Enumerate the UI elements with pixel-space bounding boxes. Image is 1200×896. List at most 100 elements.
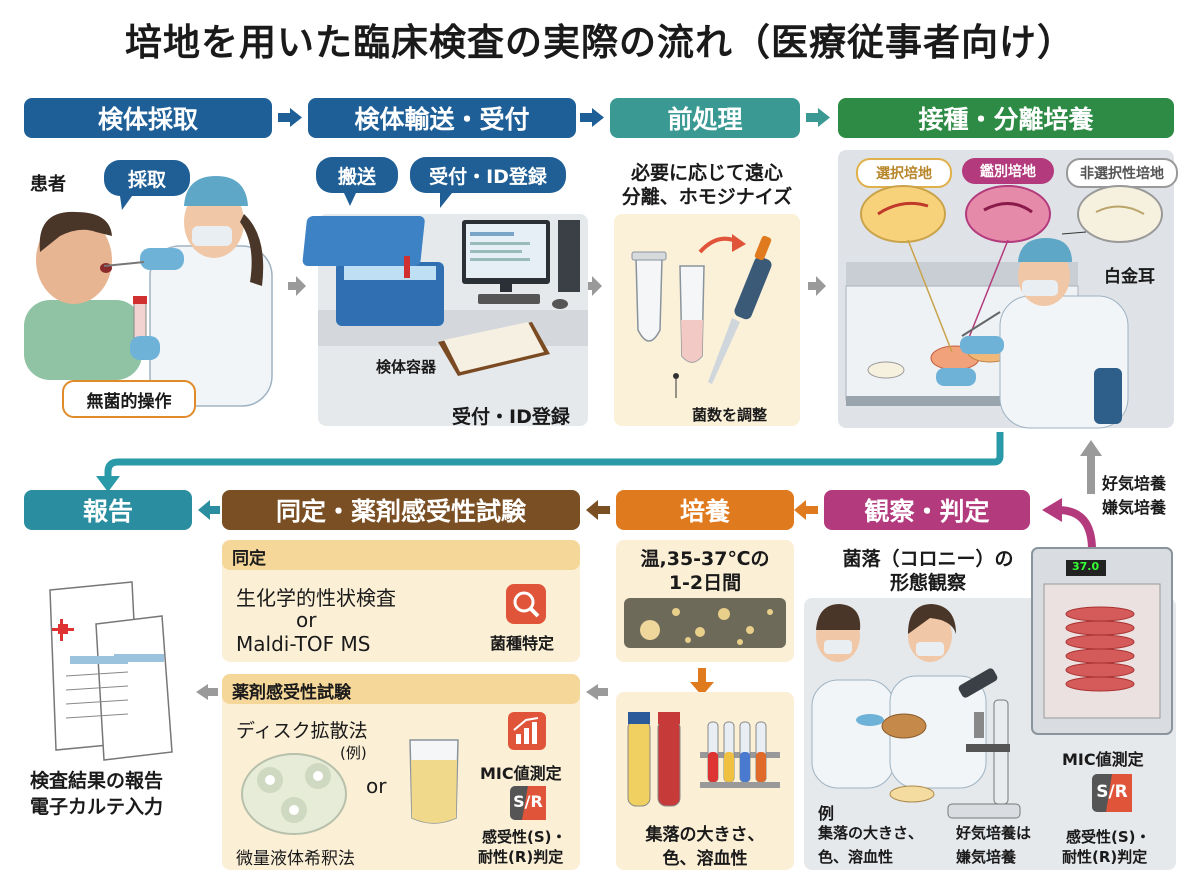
arrow-right-icon	[278, 108, 302, 127]
arrow-right-icon	[808, 276, 826, 296]
aseptic-note: 無菌的操作	[62, 380, 196, 418]
arrow-down-icon	[96, 476, 120, 492]
arrow-right-icon	[806, 108, 830, 127]
connector-line	[104, 432, 1004, 480]
observation-head-2: 形態観察	[889, 572, 966, 594]
culture-cond-1: 温,35-37℃の	[640, 548, 770, 570]
centrifuge-tube-icon	[635, 257, 663, 342]
identification-header	[222, 540, 580, 570]
obs-example-2: 色、溶血性	[818, 848, 894, 866]
disk-method: ディスク拡散法	[236, 720, 368, 742]
step-label: 報告	[82, 497, 133, 526]
step-label: 検体輸送・受付	[354, 105, 530, 134]
transport-bubble: 搬送	[316, 157, 398, 193]
culture-obs-2: 色、溶血性	[662, 849, 748, 869]
sr-icon: S/R	[510, 786, 546, 820]
arrow-down-icon	[690, 668, 714, 696]
step-label: 同定・薬剤感受性試験	[275, 497, 526, 526]
transport-bubble-label: 搬送	[337, 165, 376, 188]
container-label: 検体容器	[376, 358, 437, 376]
step-label: 前処理	[667, 105, 743, 134]
id-method-2: Maldi-TOF MS	[236, 632, 371, 656]
media-nonselective: 非選択性培地	[1066, 158, 1178, 188]
loop-label: 白金耳	[1104, 267, 1155, 287]
species-result: 菌種特定	[490, 634, 555, 653]
culture-cond-2: 1-2日間	[668, 572, 742, 594]
step-inoculation: 接種・分離培養	[838, 98, 1174, 138]
identification-header-label: 同定	[232, 549, 266, 569]
arrow-left-icon	[586, 684, 608, 700]
side-note-aerobic: 好気培養	[1102, 474, 1167, 493]
collect-bubble: 採取	[104, 160, 190, 196]
obs-example2-1: 好気培養は	[956, 824, 1032, 842]
arrow-left-icon	[586, 500, 610, 520]
id-method-1: 生化学的性状検査	[236, 586, 396, 610]
sr-icon-label: S/R	[513, 792, 543, 811]
step-label: 検体採取	[97, 105, 198, 134]
register-bubble: 受付・ID登録	[410, 157, 566, 193]
adjust-label: 菌数を調整	[692, 406, 768, 424]
media-selective: 選択培地	[856, 158, 952, 188]
report-line-2: 電子カルテ入力	[30, 796, 164, 818]
media-differential: 鑑別培地	[962, 158, 1054, 184]
step-observation: 観察・判定	[824, 490, 1030, 530]
patient-body	[24, 300, 142, 380]
susceptibility-header	[222, 674, 580, 704]
pretreat-note-2: 分離、ホモジナイズ	[621, 186, 793, 208]
test-tube-rack-icon	[707, 721, 767, 783]
microscope-icon	[947, 668, 1021, 819]
chart-up-icon	[508, 712, 546, 750]
sr-icon-label: S/R	[1096, 782, 1128, 802]
arrow-left-icon	[198, 500, 220, 520]
side-note-anaerobic: 嫌気培養	[1102, 498, 1167, 517]
arrow-right-icon	[584, 276, 602, 296]
obs-sr-1: 感受性(S)・	[1066, 828, 1151, 846]
culture-obs-1: 集落の大きさ、	[645, 825, 765, 845]
observation-head-1: 菌落（コロニー）の	[842, 548, 1014, 570]
staff-coat	[811, 679, 895, 789]
aseptic-label: 無菌的操作	[86, 391, 172, 412]
step-identification-ast: 同定・薬剤感受性試験	[222, 490, 580, 530]
step-label: 接種・分離培養	[918, 105, 1094, 134]
media-selective-label: 選択培地	[876, 166, 932, 182]
arrow-right-icon	[288, 276, 306, 296]
petri-dish-icon	[1077, 185, 1163, 243]
step-label: 培養	[679, 497, 730, 526]
media-nonselective-label: 非選択性培地	[1080, 166, 1164, 182]
obs-sr-2: 耐性(R)判定	[1062, 848, 1148, 866]
sr-line-2: 耐性(R)判定	[478, 848, 564, 866]
pretreat-note-1: 必要に応じて遠心	[630, 162, 783, 184]
register-caption: 受付・ID登録	[452, 406, 570, 428]
magnifier-icon	[506, 584, 546, 624]
patient-label: 患者	[30, 174, 66, 195]
curved-arrow	[1057, 506, 1096, 551]
arrow-right-icon	[580, 108, 604, 127]
arrow-left-icon	[1042, 498, 1062, 522]
petri-dish-icon	[860, 185, 946, 243]
broth-method: 微量液体希釈法	[236, 849, 355, 869]
example-label: (例)	[340, 744, 367, 762]
collect-bubble-label: 採取	[127, 168, 166, 191]
step-label: 観察・判定	[864, 497, 990, 526]
obs-mic-label: MIC値測定	[1062, 750, 1144, 769]
page-title: 培地を用いた臨床検査の実際の流れ（医療従事者向け）	[125, 21, 1075, 64]
step-specimen-collection: 検体採取	[24, 98, 272, 138]
obs-example2-2: 嫌気培養	[956, 848, 1017, 866]
petri-dish-icon	[881, 713, 927, 739]
media-differential-label: 鑑別培地	[980, 164, 1036, 180]
incubator-display: 37.0	[1072, 560, 1100, 573]
ast-or: or	[366, 774, 387, 798]
register-bubble-label: 受付・ID登録	[429, 165, 547, 188]
step-report: 報告	[24, 490, 192, 530]
step-pretreatment: 前処理	[610, 98, 800, 138]
obs-example-1: 集落の大きさ、	[818, 824, 924, 842]
